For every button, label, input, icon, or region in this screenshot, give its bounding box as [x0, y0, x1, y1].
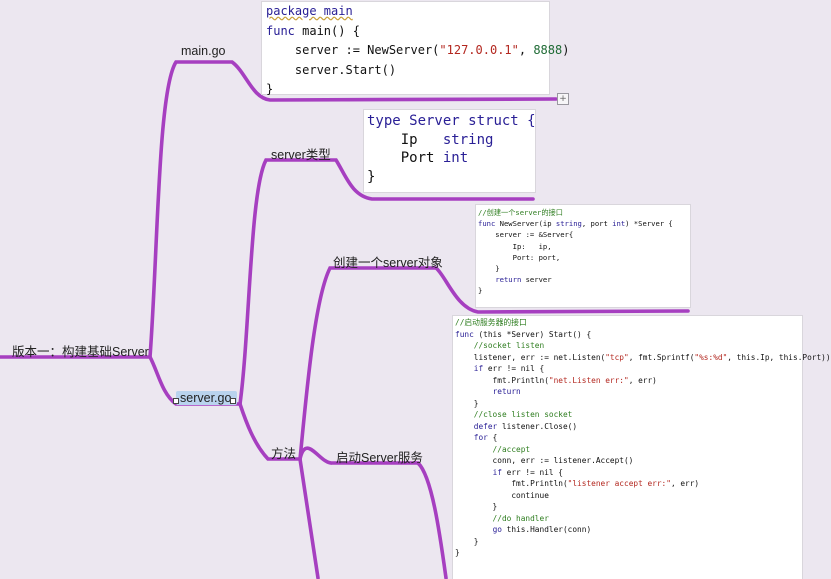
code-line: }: [266, 82, 274, 96]
code-line: }: [478, 264, 500, 274]
code-line: defer listener.Close(): [473, 421, 578, 431]
code-line: //do handler: [455, 513, 549, 523]
node-server-type[interactable]: server类型: [271, 148, 331, 162]
code-line: //accept: [455, 444, 531, 454]
code-line: //socket listen: [455, 341, 545, 350]
code-line: Ip string: [367, 131, 494, 148]
code-line: }: [478, 286, 483, 296]
node-start-service[interactable]: 启动Server服务: [336, 451, 423, 465]
code-line: }: [455, 536, 479, 546]
code-block-main-go: package main func main() { server := NewS…: [262, 2, 570, 96]
branch-methods-extra: [298, 457, 320, 579]
node-methods[interactable]: 方法: [271, 447, 297, 461]
code-line: go this.Handler(conn): [492, 525, 592, 534]
node-main-go[interactable]: main.go: [181, 44, 226, 58]
code-line: }: [367, 168, 376, 185]
code-line: func (this *Server) Start() {: [455, 329, 592, 339]
code-line: if err != nil {: [473, 364, 545, 373]
branch-root-to-main-go: [148, 60, 558, 359]
code-line: //启动服务器的接口: [455, 318, 527, 327]
node-create-server-object[interactable]: 创建一个server对象: [333, 256, 443, 270]
code-line: type Server struct {: [367, 113, 536, 129]
code-block-new-server: //创建一个server的接口 func NewServer(ip string,…: [476, 205, 690, 307]
code-line: func main() {: [266, 23, 360, 38]
code-line: package main: [266, 4, 353, 18]
code-line: Ip: ip,: [478, 241, 552, 251]
code-line: Port int: [367, 150, 469, 166]
code-line: }: [455, 548, 460, 557]
code-line: server := NewServer("127.0.0.1", 8888): [266, 43, 570, 57]
branch-server-go-to-server-type: [238, 158, 535, 406]
code-line: for {: [473, 433, 498, 442]
branch-methods-to-create-obj: [298, 266, 690, 461]
branch-server-go-to-methods: [238, 402, 302, 461]
code-line: }: [455, 502, 498, 511]
code-line: server := &Server{: [478, 230, 574, 240]
node-root[interactable]: 版本一：构建基础Server: [12, 345, 149, 359]
code-line: fmt.Println("listener accept err:", err): [455, 479, 700, 488]
selection-handle-left[interactable]: [173, 398, 179, 404]
code-line: //创建一个server的接口: [478, 208, 563, 217]
code-line: fmt.Println("net.Listen err:", err): [455, 375, 657, 385]
code-line: Port: port,: [478, 252, 561, 262]
mindmap-branches: [0, 60, 690, 579]
expand-node-button[interactable]: +: [557, 93, 569, 105]
code-line: if err != nil {: [492, 467, 563, 477]
code-line: return server: [495, 275, 552, 285]
code-line: conn, err := listener.Accept(): [455, 456, 634, 465]
code-line: continue: [455, 490, 549, 500]
code-line: return: [492, 387, 521, 396]
selection-handle-right[interactable]: [230, 398, 236, 404]
code-line: server.Start(): [266, 62, 397, 77]
code-line: //close listen socket: [455, 410, 573, 419]
node-server-go[interactable]: server.go: [176, 391, 238, 405]
code-block-server-struct: type Server struct { Ip string Port int}: [364, 110, 536, 192]
code-line: listener, err := net.Listen("tcp", fmt.S…: [455, 352, 831, 362]
code-line: func NewServer(ip string, port int) *Ser…: [478, 219, 673, 229]
code-line: }: [455, 398, 479, 408]
branch-methods-to-start-service: [298, 446, 448, 579]
